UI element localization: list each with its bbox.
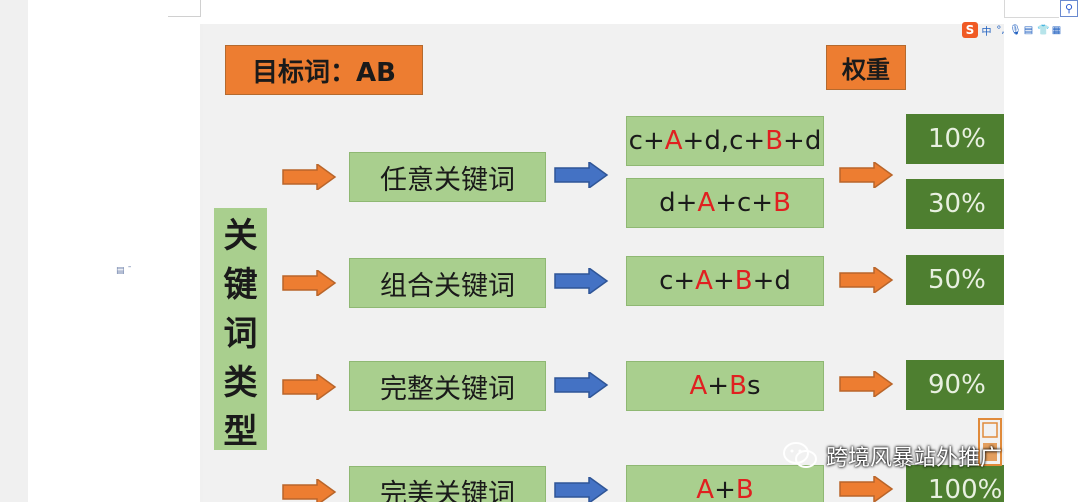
orange-arrow-icon: [282, 479, 337, 502]
microphone-icon[interactable]: 🎙: [1009, 24, 1022, 36]
margin-marker-horizontal: [168, 16, 200, 17]
weight-value: 10%: [906, 114, 1004, 164]
weight-value: 100%: [906, 465, 1004, 502]
location-pin-icon[interactable]: ⚲: [1060, 0, 1078, 17]
orange-arrow-icon: [839, 162, 894, 188]
wechat-icon: [783, 442, 817, 468]
sogou-logo-icon[interactable]: S: [962, 22, 978, 38]
skin-icon[interactable]: 👕: [1037, 24, 1050, 36]
vertical-char: 型: [223, 412, 258, 452]
margin-marker-vertical: [200, 0, 201, 17]
blue-arrow-icon: [554, 477, 609, 502]
blue-arrow-icon: [554, 268, 609, 294]
paragraph-anchor-icon[interactable]: ▤ ˉ: [116, 266, 132, 276]
vertical-char: 键: [223, 265, 258, 305]
ime-toolbar[interactable]: S 中 °, 🎙 ▤ 👕 ▦: [962, 20, 1068, 40]
weight-value: 30%: [906, 179, 1004, 229]
keyword-type-vertical-label: 关 键 词 类 型: [214, 208, 267, 452]
watermark-text: 跨境风暴站外推广: [826, 446, 1003, 471]
orange-arrow-icon: [839, 371, 894, 397]
type-box-complete: 完整关键词: [349, 361, 546, 411]
formula-box: A+B: [626, 465, 824, 502]
orange-arrow-icon: [282, 374, 337, 400]
wechat-watermark: 跨境风暴站外推广: [782, 436, 1080, 476]
keyword-type-slide: 目标词：AB 权重 关 键 词 类 型 任意关键词 c+A+d,c+B+d d+…: [203, 24, 1004, 502]
orange-arrow-icon: [282, 164, 337, 190]
punctuation-icon[interactable]: °,: [996, 24, 1005, 36]
weight-value: 50%: [906, 255, 1004, 305]
formula-box: c+A+d,c+B+d: [626, 116, 824, 166]
type-box-combined: 组合关键词: [349, 258, 546, 308]
weight-header: 权重: [826, 45, 906, 90]
keyboard-icon[interactable]: ▤: [1023, 24, 1034, 36]
formula-box: d+A+c+B: [626, 178, 824, 228]
document-page-top: [200, 0, 1004, 24]
type-box-arbitrary: 任意关键词: [349, 152, 546, 202]
ime-language-toggle[interactable]: 中: [981, 26, 992, 38]
vertical-char: 词: [223, 314, 258, 354]
weight-value: 90%: [906, 360, 1004, 410]
formula-box: c+A+B+d: [626, 256, 824, 306]
orange-arrow-icon: [839, 476, 894, 502]
toolbox-icon[interactable]: ▦: [1051, 24, 1062, 36]
vertical-char: 关: [223, 216, 258, 256]
header-field[interactable]: [1004, 0, 1059, 18]
blue-arrow-icon: [554, 162, 609, 188]
vertical-char: 类: [223, 363, 258, 403]
seal-stamp-icon: [978, 418, 1002, 466]
orange-arrow-icon: [839, 267, 894, 293]
type-box-perfect: 完美关键词: [349, 466, 546, 502]
target-word-label: 目标词：AB: [225, 45, 423, 95]
orange-arrow-icon: [282, 270, 337, 296]
blue-arrow-icon: [554, 372, 609, 398]
document-page-right: [1004, 0, 1080, 502]
document-page-left: [28, 0, 200, 502]
